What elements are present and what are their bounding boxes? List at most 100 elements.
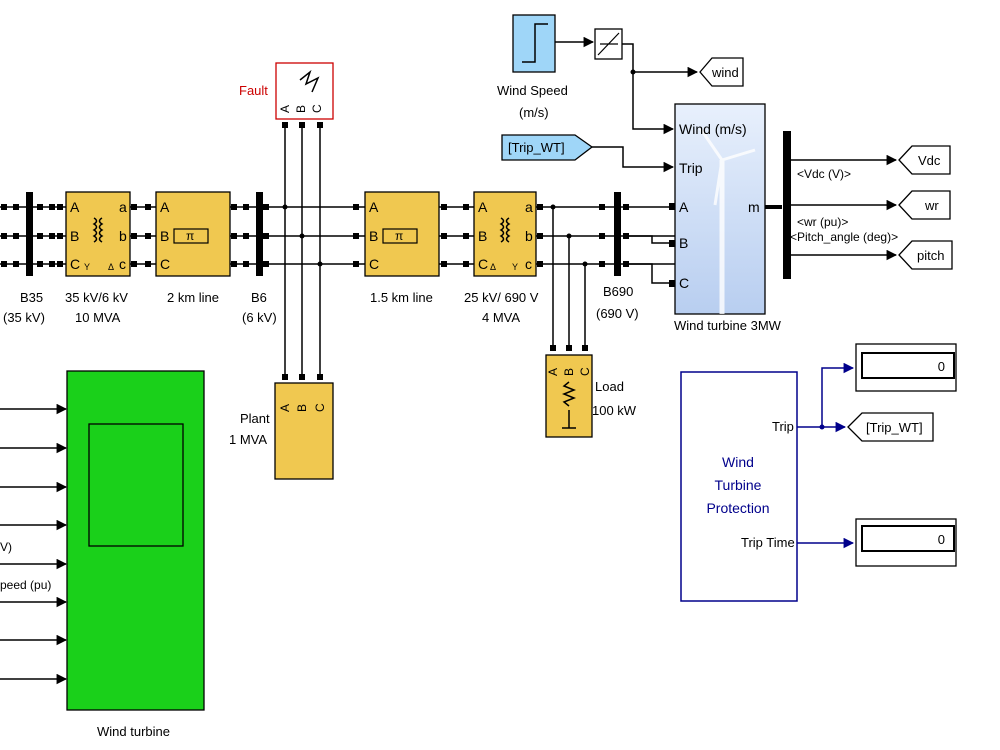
connector-terminal [145, 233, 151, 239]
connector-terminal [57, 261, 63, 267]
connector-terminal [463, 233, 469, 239]
plant-block[interactable]: A B C Plant 1 MVA [229, 382, 334, 480]
connector-terminal [263, 204, 269, 210]
xfmr1-mva: 10 MVA [75, 310, 121, 325]
connector-terminal [463, 261, 469, 267]
b690-voltage: (690 V) [596, 306, 639, 321]
connector-terminal [57, 204, 63, 210]
svg-text:C: C [70, 256, 80, 272]
svg-text:B: B [70, 228, 79, 244]
bus-b690[interactable]: B690 (690 V) [596, 192, 639, 321]
wind-speed-step-block[interactable]: Wind Speed (m/s) [497, 14, 568, 120]
svg-text:A: A [478, 199, 488, 215]
svg-text:Protection: Protection [706, 500, 769, 516]
connector-terminal [243, 261, 249, 267]
transformer-coil-icon [92, 217, 104, 243]
connector-terminal [13, 261, 19, 267]
connector-terminal [243, 204, 249, 210]
load-wires [550, 204, 588, 347]
svg-text:Trip Time: Trip Time [741, 535, 795, 550]
connector-terminal [441, 261, 447, 267]
connector-terminal [582, 345, 588, 351]
svg-text:B: B [679, 235, 688, 251]
goto-wr[interactable]: wr [898, 190, 951, 220]
svg-text:Y: Y [512, 262, 518, 272]
goto-wind[interactable]: wind [699, 57, 744, 87]
display-trip[interactable]: 0 [855, 343, 957, 392]
svg-text:wind: wind [711, 65, 739, 80]
connector-terminal [353, 261, 359, 267]
connector-terminal [623, 261, 629, 267]
line-2km-label: 2 km line [167, 290, 219, 305]
svg-text:c: c [119, 256, 126, 272]
svg-text:pitch: pitch [917, 248, 944, 263]
load-rating: 100 kW [592, 403, 637, 418]
connector-terminal [537, 204, 543, 210]
connector-terminal [49, 233, 55, 239]
connector-terminal [49, 261, 55, 267]
from-trip-wt[interactable]: [Trip_WT] [501, 134, 594, 161]
bus-b6[interactable]: B6 (6 kV) [242, 192, 277, 325]
connector-terminal [1, 261, 7, 267]
svg-text:B: B [160, 228, 169, 244]
goto-trip-wt[interactable]: [Trip_WT] [847, 412, 934, 442]
wind-turbine-3mw-label: Wind turbine 3MW [674, 318, 782, 333]
bus-b35[interactable]: B35 (35 kV) [3, 192, 45, 325]
connector-terminal [1, 233, 7, 239]
line-2km[interactable]: A B C π 2 km line [155, 191, 231, 305]
turbine-phase-wires [628, 203, 675, 287]
svg-text:A: A [278, 404, 292, 412]
wind-turbine-scope-subsystem[interactable]: Wind turbine [66, 370, 205, 739]
terminal-squares [1, 122, 629, 380]
connector-terminal [299, 122, 305, 128]
wind-turbine-protection-block[interactable]: Wind Turbine Protection Trip Trip Time [680, 371, 798, 602]
scope-input-label-speed: peed (pu) [0, 578, 51, 592]
svg-text:A: A [546, 368, 560, 376]
fault-block[interactable]: Fault A B C [239, 62, 334, 120]
svg-text:wr: wr [924, 198, 939, 213]
svg-text:C: C [679, 275, 689, 291]
svg-text:0: 0 [938, 359, 945, 374]
b6-voltage: (6 kV) [242, 310, 277, 325]
signal-pitch-label: <Pitch_angle (deg)> [790, 230, 898, 244]
connector-terminal [37, 204, 43, 210]
goto-pitch[interactable]: pitch [898, 240, 953, 270]
goto-vdc[interactable]: Vdc [898, 145, 951, 175]
svg-text:C: C [478, 256, 488, 272]
xfmr2-mva: 4 MVA [482, 310, 520, 325]
bus-selector[interactable] [783, 131, 791, 279]
resistor-icon [561, 381, 577, 429]
svg-text:0: 0 [938, 532, 945, 547]
xfmr1-rating: 35 kV/6 kV [65, 290, 128, 305]
b35-label: B35 [20, 290, 43, 305]
bus-selector-outputs: <Vdc (V)> <wr (pu)> <Pitch_angle (deg)> [790, 154, 898, 261]
connector-terminal [623, 233, 629, 239]
load-block[interactable]: A B C Load 100 kW [545, 354, 637, 438]
connector-terminal [1, 204, 7, 210]
display-trip-time[interactable]: 0 [855, 518, 957, 567]
pi-section-icon [173, 228, 209, 244]
svg-text:Y: Y [84, 262, 90, 272]
svg-text:C: C [310, 104, 324, 113]
fault-label: Fault [239, 83, 268, 98]
connector-terminal [263, 233, 269, 239]
svg-text:B: B [478, 228, 487, 244]
protection-output-wires [797, 362, 855, 549]
rate-limiter-block[interactable] [594, 28, 623, 60]
transformer-25kv-690v[interactable]: A B C a b c Δ Y 25 kV/ 690 V 4 MVA [464, 191, 539, 325]
wind-turbine-3mw-block[interactable]: Wind (m/s) Trip A B C m Wind turbine 3MW [674, 103, 782, 333]
connector-terminal [231, 204, 237, 210]
svg-text:A: A [70, 199, 80, 215]
svg-text:A: A [679, 199, 689, 215]
svg-text:A: A [278, 105, 292, 113]
transformer-35kv-6kv[interactable]: A B C a b c Y Δ 35 kV/6 kV 10 MVA [65, 191, 131, 325]
connector-terminal [13, 233, 19, 239]
connector-terminal [441, 233, 447, 239]
connector-terminal [131, 204, 137, 210]
connector-terminal [231, 261, 237, 267]
svg-text:[Trip_WT]: [Trip_WT] [508, 140, 565, 155]
svg-text:[Trip_WT]: [Trip_WT] [866, 420, 923, 435]
line-1-5km[interactable]: A B C π 1.5 km line [364, 191, 440, 305]
svg-text:Vdc: Vdc [918, 153, 941, 168]
